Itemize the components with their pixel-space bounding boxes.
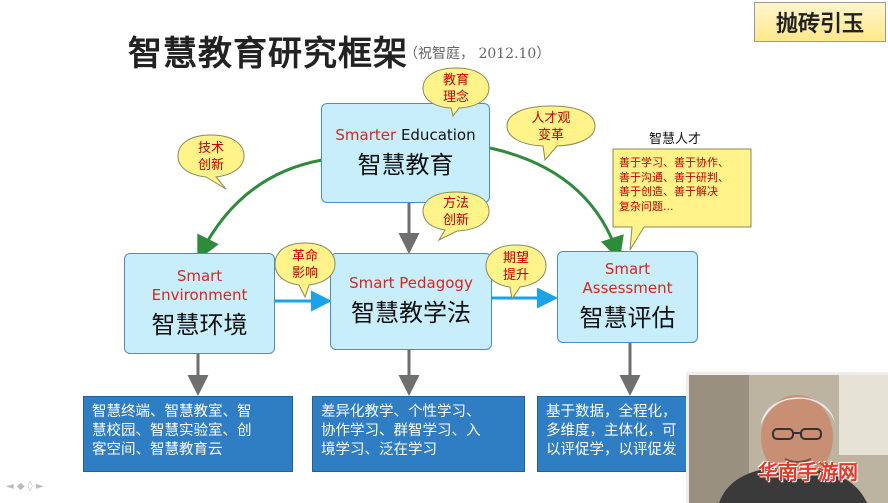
slide-control-icons: ◄ ◆ ◊ ► (6, 481, 44, 492)
bubble-talent-view-line2: 变革 (537, 128, 564, 143)
bottom-pedagogy-line-3: 境学习、泛在学习 (321, 442, 437, 458)
bottom-pedagogy: 差异化教学、个性学习、 协作学习、群智学习、入 境学习、泛在学习 (312, 396, 525, 472)
box-smart-pedagogy: Smart Pedagogy 智慧教学法 (330, 253, 492, 350)
box-smart-environment: Smart Environment 智慧环境 (124, 253, 275, 354)
box-education-zh: 智慧教育 (357, 150, 454, 179)
box-assessment-en1: Smart (604, 260, 651, 278)
bubble-method-line1: 方法 (442, 196, 469, 211)
bubble-method-line2: 创新 (442, 213, 469, 228)
bottom-assessment: 基于数据，全程化， 多维度，主体化，可 以评促学，以评促发 (537, 396, 707, 472)
bottom-assessment-line-2: 多维度，主体化，可 (546, 423, 677, 439)
slide-title: 智慧教育研究框架 (128, 34, 408, 74)
bubble-revolution-line1: 革命 (291, 249, 318, 264)
talent-line-2: 善于沟通、善于研判、 (619, 170, 729, 184)
bottom-assessment-line-1: 基于数据，全程化， (546, 404, 677, 420)
presenter-webcam (686, 372, 888, 503)
bubble-talent-view: 人才观变革 (505, 104, 597, 162)
slide-subtitle: （祝智庭， 2012.10） (404, 46, 551, 62)
bubble-technology-line1: 技术 (197, 141, 224, 156)
bubble-revolution: 革命影响 (273, 241, 337, 299)
box-assessment-zh: 智慧评估 (579, 304, 676, 332)
bubble-expectation-line2: 提升 (502, 268, 529, 283)
arrow-education-to-assessment (489, 146, 624, 261)
bottom-assessment-line-3: 以评促学，以评促发 (546, 442, 677, 458)
talent-line-1: 善于学习、善于协作、 (619, 156, 729, 169)
bubble-concept-line1: 教育 (442, 73, 469, 88)
box-environment-zh: 智慧环境 (151, 310, 248, 339)
bubble-concept-line2: 理念 (442, 90, 469, 105)
bubble-concept: 教育理念 (421, 66, 491, 118)
bottom-environment: 智慧终端、智慧教室、智 慧校园、智慧实验室、创 客空间、智慧教育云 (83, 396, 293, 472)
bubble-expectation-line1: 期望 (502, 251, 529, 266)
talent-line-4: 复杂问题... (619, 199, 674, 213)
box-environment-en2: Environment (151, 285, 248, 304)
bottom-environment-line-2: 慧校园、智慧实验室、创 (92, 423, 252, 439)
bubble-method: 方法创新 (421, 190, 491, 242)
box-pedagogy-zh: 智慧教学法 (351, 299, 471, 327)
bubble-talent-view-line1: 人才观 (531, 111, 571, 126)
bottom-environment-line-1: 智慧终端、智慧教室、智 (92, 404, 252, 420)
talent-line-3: 善于创造、善于解决 (619, 185, 718, 198)
bubble-technology: 技术创新 (176, 133, 246, 190)
arrow-education-to-environment (197, 158, 323, 261)
talent-callout: 善于学习、善于协作、 善于沟通、善于研判、 善于创造、善于解决 复杂问题... (610, 146, 754, 251)
bubble-technology-line2: 创新 (197, 158, 224, 173)
box-environment-en1: Smart (176, 266, 223, 285)
bottom-pedagogy-line-1: 差异化教学、个性学习、 (321, 404, 481, 420)
box-education-en2: Education (400, 125, 476, 144)
box-smart-assessment: Smart Assessment 智慧评估 (557, 251, 698, 343)
box-assessment-en2: Assessment (582, 279, 673, 297)
box-smarter-education: Smarter Education 智慧教育 (321, 103, 490, 203)
bottom-pedagogy-line-2: 协作学习、群智学习、入 (321, 423, 481, 439)
watermark: 华南手游网 (758, 460, 858, 484)
bubble-revolution-line2: 影响 (291, 266, 318, 281)
bottom-environment-line-3: 客空间、智慧教育云 (92, 442, 223, 458)
corner-label: 抛砖引玉 (754, 2, 886, 42)
talent-title: 智慧人才 (649, 132, 702, 147)
presenter-photo (689, 375, 888, 503)
box-pedagogy-en: Smart Pedagogy (349, 274, 473, 292)
box-education-en1: Smarter (335, 125, 397, 144)
bubble-expectation: 期望提升 (484, 243, 548, 301)
